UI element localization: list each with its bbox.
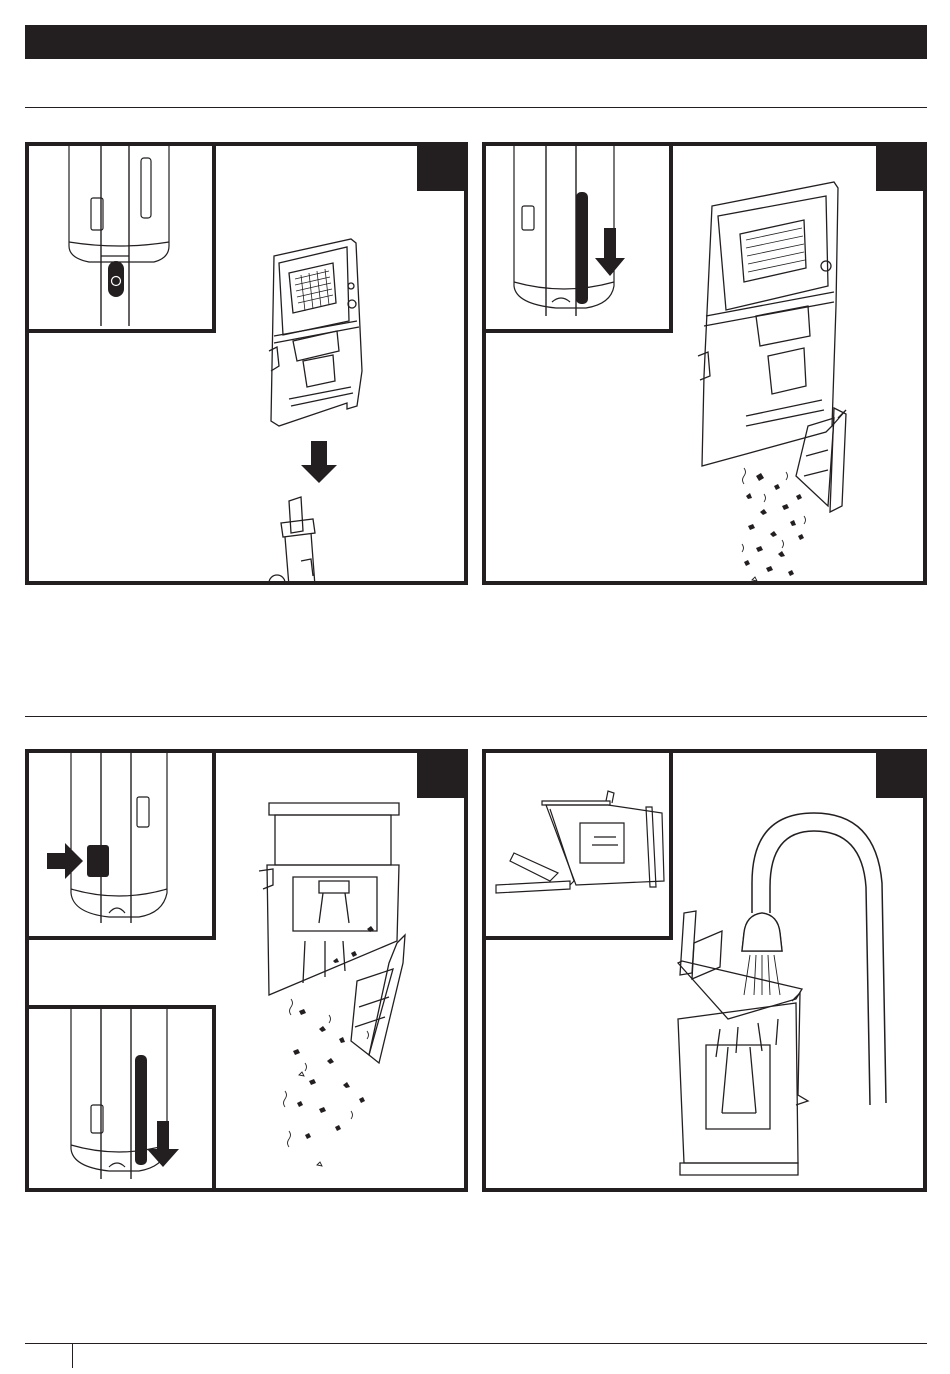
- figure-3-inset-a: [29, 753, 216, 940]
- down-arrow-icon: [301, 441, 337, 483]
- dust-cup-icon: [219, 231, 419, 585]
- wand-connector-icon: [269, 497, 315, 585]
- debris-icon: [293, 926, 374, 1139]
- figure-panel-1: [25, 142, 468, 585]
- down-arrow-icon: [595, 228, 625, 276]
- footer-rule: [25, 1343, 927, 1344]
- section-divider-top: [25, 107, 927, 108]
- figure-panel-2: [482, 142, 927, 585]
- figure-2-inset: [486, 146, 673, 333]
- header-bar: [25, 25, 927, 59]
- press-arrow-icon: [29, 753, 212, 936]
- debris-icon: [744, 473, 804, 576]
- figure-3-inset-b: [29, 1005, 216, 1192]
- step-badge-1: [417, 146, 464, 191]
- footer-divider: [72, 1343, 73, 1368]
- section-divider-bottom: [25, 716, 927, 717]
- lock-button-icon: [29, 146, 212, 329]
- slide-arrow-icon: [29, 1009, 212, 1192]
- release-slider-icon: [486, 146, 669, 329]
- figure-panel-4: [482, 749, 927, 1192]
- figure-4-inset: [486, 753, 673, 940]
- water-icon: [744, 955, 780, 995]
- dust-cup-open-icon: [686, 176, 926, 585]
- figure-panel-3: [25, 749, 468, 1192]
- figure-1-inset: [29, 146, 216, 333]
- faucet-icon: [666, 783, 916, 1188]
- dust-cup-open-icon: [486, 753, 669, 936]
- dust-cup-open-icon: [239, 793, 439, 1188]
- step-badge-3: [417, 753, 464, 798]
